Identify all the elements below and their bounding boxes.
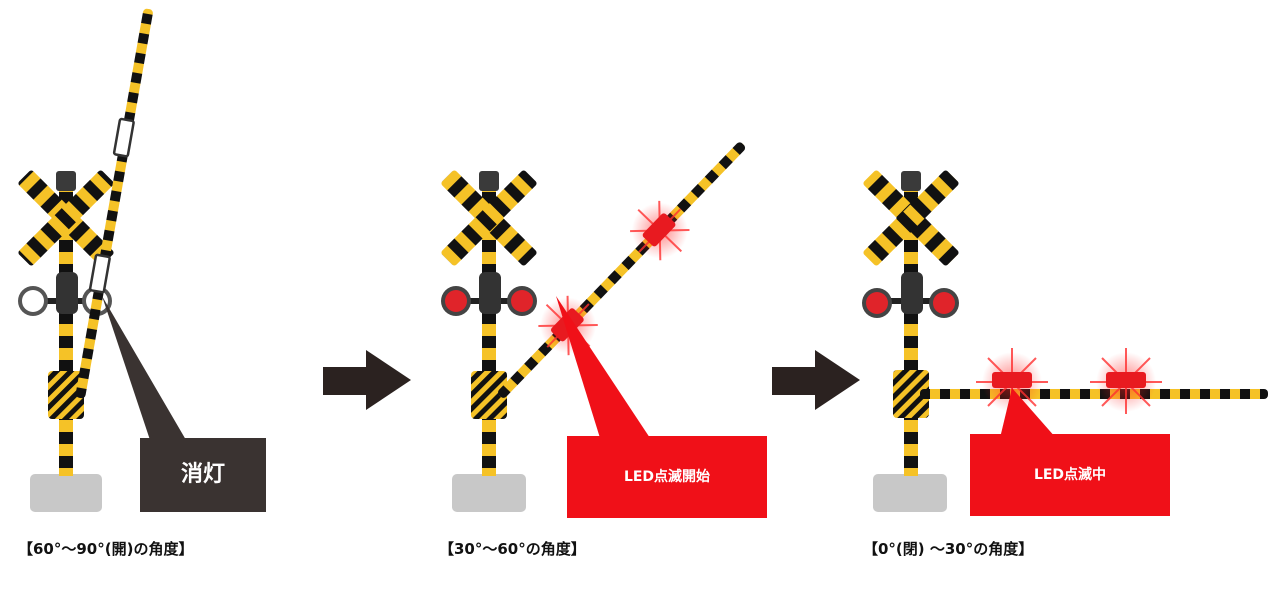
gate-pivot-box bbox=[893, 370, 929, 418]
panel-3 bbox=[862, 170, 1268, 516]
panel-caption: 【60°～90°(開)の角度】 bbox=[18, 540, 194, 558]
warning-light-housing bbox=[479, 272, 501, 314]
callout-pointer bbox=[102, 296, 186, 440]
post-cap bbox=[479, 171, 499, 191]
crossing-gate-arm bbox=[75, 8, 153, 399]
post-cap bbox=[56, 171, 76, 191]
warning-light-right-lens bbox=[933, 292, 955, 314]
gate-pivot-box bbox=[48, 371, 84, 419]
callout-pointer bbox=[1000, 388, 1056, 438]
crossing-gate-arm bbox=[498, 142, 746, 398]
callout-box bbox=[567, 436, 767, 518]
warning-light-left-lens bbox=[22, 290, 44, 312]
callout-label-flash-start: LED点滅開始 bbox=[623, 469, 711, 485]
warning-light-left-lens bbox=[866, 292, 888, 314]
signal-base bbox=[452, 474, 526, 512]
callout-box bbox=[140, 438, 266, 512]
warning-light-housing bbox=[56, 272, 78, 314]
panel-caption: 【30°～60°の角度】 bbox=[439, 540, 586, 558]
crossing-gate-arm bbox=[920, 348, 1268, 414]
callout-label-off: 消灯 bbox=[180, 462, 225, 487]
signal-base bbox=[30, 474, 102, 512]
warning-light-housing bbox=[901, 272, 923, 314]
post-cap bbox=[901, 171, 921, 191]
callout-label-flashing: LED点滅中 bbox=[1033, 467, 1107, 483]
signal-base bbox=[873, 474, 947, 512]
crossbuck-sign bbox=[863, 170, 959, 266]
panel-caption: 【0°(閉) ～30°の角度】 bbox=[863, 540, 1034, 558]
crossbuck-sign bbox=[441, 170, 537, 266]
gate-pivot-box bbox=[471, 371, 507, 419]
led-light-flashing bbox=[976, 348, 1162, 414]
led-light-off bbox=[88, 117, 135, 294]
callout-box bbox=[970, 434, 1170, 516]
callout-pointer bbox=[556, 296, 650, 438]
panel-2 bbox=[441, 142, 767, 518]
warning-light-left-lens bbox=[445, 290, 467, 312]
arrow-right-icon bbox=[772, 350, 860, 410]
panel-1 bbox=[18, 8, 266, 512]
arrow-right-icon bbox=[323, 350, 411, 410]
warning-light-right-lens bbox=[511, 290, 533, 312]
crossbuck-sign bbox=[18, 170, 114, 266]
